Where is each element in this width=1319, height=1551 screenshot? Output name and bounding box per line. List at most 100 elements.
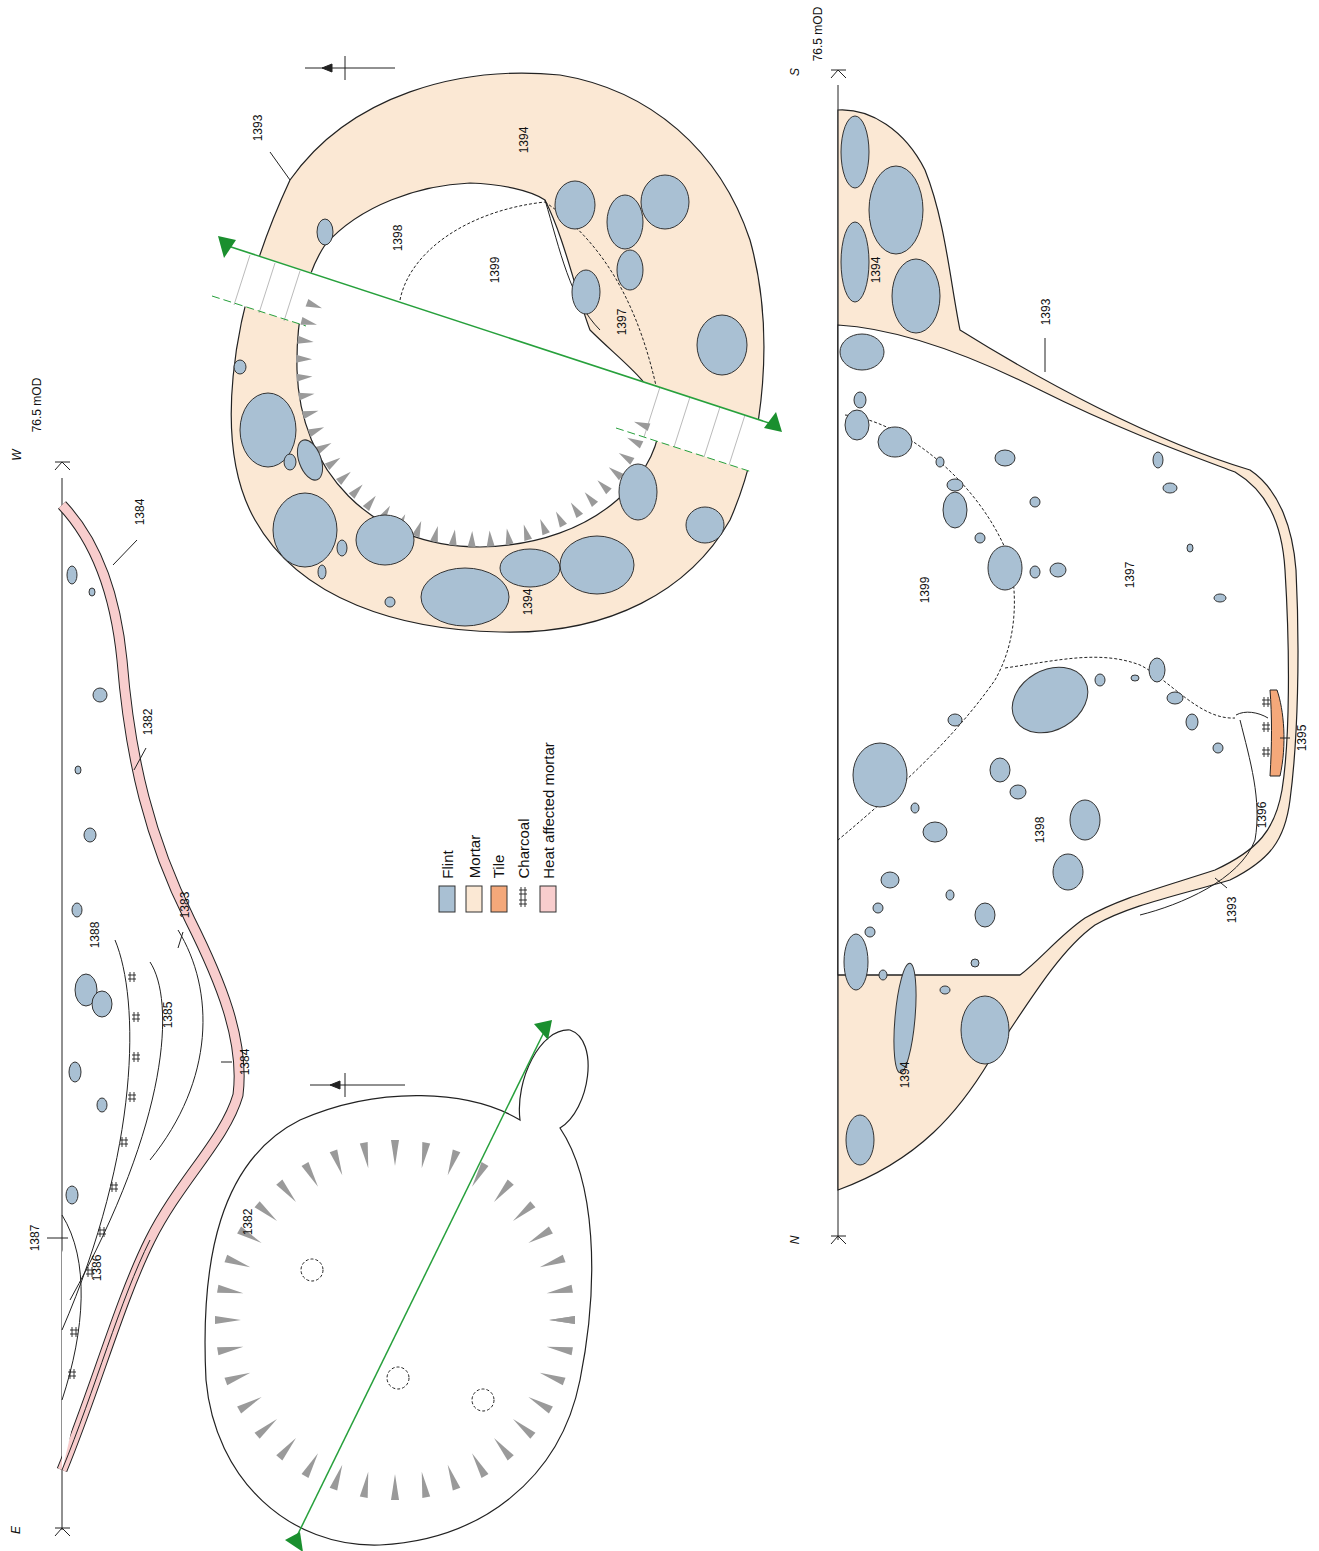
hachure-mark	[448, 1149, 461, 1175]
charcoal-marks	[68, 972, 140, 1379]
context-number: 1396	[1256, 802, 1268, 829]
hachure-mark	[540, 1373, 566, 1386]
hachure-mark	[540, 1255, 566, 1268]
hachure-mark	[224, 1373, 250, 1386]
direction-letter: S	[789, 68, 801, 76]
hachure-mark	[276, 1180, 296, 1202]
hachure-mark	[585, 492, 598, 507]
legend-text: Mortar	[467, 835, 482, 878]
hachure-mark	[391, 1140, 399, 1166]
hachure-mark	[360, 1142, 368, 1168]
hachure-mark	[255, 1201, 277, 1221]
hachure-mark	[547, 1285, 573, 1293]
direction-letter: N	[789, 1236, 801, 1245]
hachure-mark	[300, 317, 316, 325]
hachure-mark	[487, 531, 495, 547]
hachure-mark	[330, 1149, 343, 1175]
context-number: 1385	[162, 1002, 174, 1029]
context-number: 76.5 mOD	[812, 7, 824, 62]
legend-text: Charcoal	[516, 818, 531, 878]
hachure-mark	[217, 1347, 243, 1355]
context-number: 1397	[1124, 562, 1136, 589]
hachure-mark	[634, 422, 650, 431]
legend-samples	[439, 886, 556, 912]
hachure-mark	[524, 525, 532, 541]
hachure-mark	[296, 374, 312, 382]
context-number: 1394	[518, 127, 530, 154]
hachure-mark	[302, 1453, 318, 1478]
hachure-mark	[513, 1419, 535, 1439]
hachure-mark	[306, 299, 322, 308]
hachure-mark	[472, 1453, 488, 1478]
hachure-mark	[494, 1180, 514, 1202]
charcoal-sample	[519, 887, 527, 907]
legend-swatch	[466, 886, 482, 912]
hachure-mark	[597, 480, 611, 494]
hachure-mark	[556, 512, 567, 528]
context-number: 1397	[616, 309, 628, 336]
hachure-mark	[430, 526, 438, 542]
legend-text: Flint	[440, 850, 455, 878]
context-number: 1388	[89, 922, 101, 949]
context-number: 1394	[522, 589, 534, 616]
hachure-mark	[217, 1285, 243, 1293]
hachure-mark	[448, 1465, 461, 1491]
plan-1393	[212, 56, 782, 632]
context-number: 1387	[29, 1225, 41, 1252]
plan-1382	[205, 1020, 592, 1551]
leader-lines	[47, 540, 232, 1238]
hachure-mark	[255, 1419, 277, 1439]
hachure-mark	[547, 1347, 573, 1355]
legend-swatch	[491, 886, 507, 912]
legend-text: Tile	[491, 854, 506, 878]
hachure-mark	[296, 355, 312, 363]
context-number: 1399	[919, 577, 931, 604]
hachure-mark	[540, 519, 550, 535]
context-number: 1398	[1034, 817, 1046, 844]
context-number: 1384	[134, 499, 146, 526]
hachure-mark	[302, 1162, 318, 1187]
hachure-mark	[506, 528, 514, 544]
hachure-mark	[330, 1465, 343, 1491]
section-1393	[838, 110, 1298, 1190]
direction-letter: E	[10, 1526, 22, 1534]
hachure-mark	[422, 1142, 430, 1168]
hachure-mark	[363, 496, 376, 511]
context-number: 1399	[489, 257, 501, 284]
hachure-mark	[571, 503, 583, 519]
context-number: 1393	[1226, 897, 1238, 924]
hachure-mark	[276, 1438, 296, 1460]
context-number: 1386	[91, 1255, 103, 1282]
hachure-mark	[627, 438, 643, 449]
hachure-mark	[349, 484, 363, 498]
hachure-mark	[528, 1397, 553, 1413]
legend-text: Heat affected mortar	[541, 742, 556, 878]
hachure-mark	[619, 453, 635, 465]
context-number: 1383	[179, 892, 191, 919]
context-number: 1382	[142, 709, 154, 736]
direction-letter: W	[10, 449, 22, 460]
hachure-mark	[215, 1316, 241, 1324]
hachure-mark	[360, 1472, 368, 1498]
hachure-mark	[336, 472, 351, 485]
context-number: 1393	[1040, 299, 1052, 326]
context-number: 1395	[1296, 725, 1308, 752]
hachure-mark	[449, 529, 457, 545]
hachure-mark	[297, 336, 313, 344]
hachure-mark	[468, 531, 476, 547]
hachure-mark	[391, 1474, 399, 1500]
hachure-mark	[422, 1472, 430, 1498]
hachure-mark	[549, 1316, 575, 1324]
context-number: 1384	[239, 1049, 251, 1076]
context-number: 1394	[899, 1062, 911, 1089]
hachure-mark	[528, 1227, 553, 1243]
context-number: 1393	[252, 115, 264, 142]
hachure-mark	[325, 458, 341, 470]
hachure-mark	[224, 1255, 250, 1268]
hachure-mark	[494, 1438, 514, 1460]
legend-swatch	[540, 886, 556, 912]
hachure-mark	[302, 411, 318, 419]
context-number: 76.5 mOD	[31, 378, 43, 433]
